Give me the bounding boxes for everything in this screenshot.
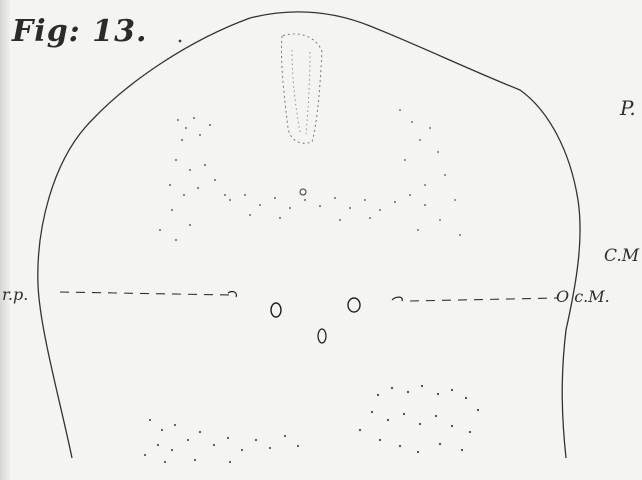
label-p: P. — [620, 96, 636, 120]
leader-rp — [60, 292, 230, 295]
label-rp: r.p. — [2, 285, 28, 304]
leader-ocm — [410, 298, 558, 301]
small-ring-upper — [300, 189, 306, 195]
hook-left — [228, 292, 236, 297]
stipple-lower-left — [144, 419, 299, 463]
stipple-lower-right — [359, 385, 479, 453]
figure-title: Fig: 13. — [12, 14, 147, 49]
central-column — [281, 34, 322, 143]
stipple-band — [229, 194, 426, 221]
hook-right — [392, 297, 402, 301]
ring-right — [348, 298, 360, 312]
label-ocm: O c.M. — [556, 287, 610, 306]
central-column-inner — [292, 50, 310, 134]
label-cm: C.M — [604, 246, 639, 266]
stray-dot — [179, 40, 182, 43]
stipple-left-upper — [159, 117, 226, 241]
section-outline — [38, 12, 580, 458]
ring-lower — [318, 329, 326, 343]
ring-left — [271, 303, 281, 317]
stipple-right-upper — [399, 109, 461, 236]
